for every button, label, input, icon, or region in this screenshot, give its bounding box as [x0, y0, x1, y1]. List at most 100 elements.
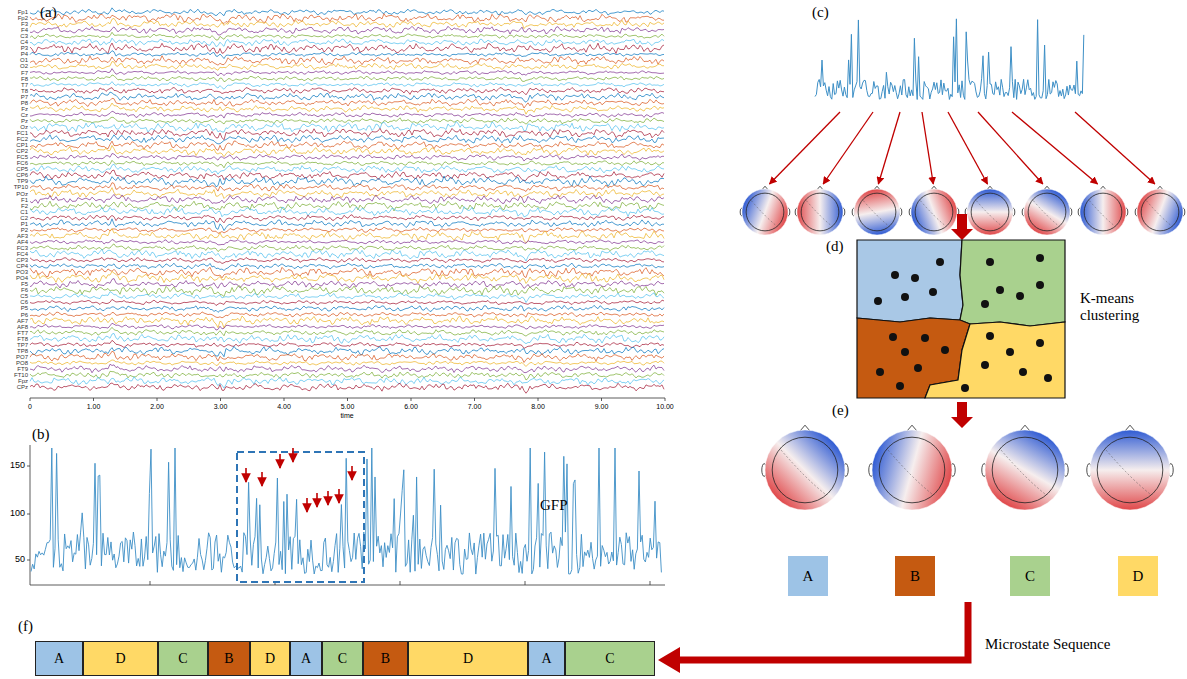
label: C6 [20, 299, 28, 306]
sequence-segment: C [322, 641, 363, 676]
eeg-trace [30, 227, 664, 233]
label: 50 [15, 555, 25, 565]
sequence-segment: C [565, 641, 655, 676]
state-letter: A [54, 651, 64, 667]
eeg-trace [30, 364, 664, 372]
label: time [340, 412, 353, 420]
label: P4 [21, 51, 28, 58]
topomap [762, 425, 848, 510]
data-point [1016, 292, 1024, 300]
label: P2 [21, 227, 28, 234]
label: F3 [21, 21, 28, 28]
data-point [921, 334, 929, 342]
eeg-trace [30, 26, 664, 35]
topomap [1078, 186, 1128, 235]
state-letter: B [224, 651, 233, 667]
eeg-trace [30, 141, 664, 151]
eeg-trace [30, 239, 664, 244]
label: 2.00 [150, 403, 164, 411]
eeg-trace [30, 176, 664, 187]
topo-contour [1033, 201, 1058, 226]
axis-tick [27, 560, 30, 561]
data-point [961, 384, 969, 392]
label: FT7 [17, 329, 28, 336]
eeg-trace [30, 201, 664, 211]
state-letter: D [265, 651, 275, 667]
peak-arrow [327, 491, 329, 505]
label: (d) [826, 238, 844, 255]
data-point [901, 348, 909, 356]
label: TP7 [17, 341, 28, 348]
label: 10.00 [656, 403, 674, 411]
microstate-box: C [1010, 556, 1050, 596]
axis-tick [474, 398, 475, 401]
state-letter: B [381, 651, 390, 667]
eeg-trace [30, 128, 664, 139]
topo-head [879, 437, 945, 503]
eeg-trace [30, 263, 664, 270]
label: C1 [20, 208, 28, 215]
axis-tick [220, 398, 221, 401]
label: F7 [21, 69, 28, 76]
eeg-trace [30, 267, 664, 278]
eeg-trace [30, 323, 664, 330]
topo-head [772, 437, 838, 503]
axis-tick [93, 398, 94, 401]
label: (c) [812, 4, 829, 21]
label: P6 [21, 311, 28, 318]
data-point [901, 293, 909, 301]
state-letter: A [541, 651, 551, 667]
label: Microstate Sequence [985, 636, 1110, 653]
eeg-trace [30, 299, 664, 305]
eeg-trace [30, 160, 664, 168]
eeg-trace [30, 292, 664, 303]
label: AF8 [17, 323, 28, 330]
sample-arrow [878, 112, 900, 184]
label: (f) [18, 618, 33, 635]
cluster-region [857, 240, 963, 322]
axis-tick [27, 466, 30, 467]
label: Oz [20, 124, 28, 131]
label: C2 [20, 214, 28, 221]
data-point [911, 274, 919, 282]
topo-map [1080, 189, 1126, 235]
data-point [986, 332, 994, 340]
state-letter: A [301, 651, 311, 667]
sequence-segment: D [408, 641, 528, 676]
sample-arrow [770, 112, 841, 184]
cluster-region [925, 322, 1065, 398]
eeg-trace [30, 69, 664, 76]
label: F8 [21, 75, 28, 82]
data-point [936, 258, 944, 266]
sample-arrow [978, 112, 1043, 184]
label: 0 [28, 403, 32, 411]
label: FC4 [17, 251, 28, 258]
data-point [874, 297, 882, 305]
label: T8 [21, 87, 28, 94]
topo-map [854, 189, 900, 235]
eeg-trace [30, 92, 664, 102]
axis-tick [665, 398, 666, 401]
topomap [1135, 186, 1185, 235]
topo-head [1084, 193, 1122, 231]
peak-arrow [279, 454, 281, 468]
label: AF3 [17, 233, 28, 240]
sequence-segment: B [208, 641, 250, 676]
selection-box [237, 452, 364, 582]
topo-contour [863, 201, 888, 226]
data-point [1019, 368, 1027, 376]
label: PO7 [16, 354, 28, 361]
flow-arrow [951, 402, 973, 428]
eeg-trace [30, 87, 664, 94]
axis-tick [400, 581, 401, 585]
label: O2 [20, 63, 28, 70]
topo-contour [751, 201, 776, 226]
axis-tick [538, 398, 539, 401]
label: TP8 [17, 348, 28, 355]
topo-map [1090, 430, 1170, 510]
label: FT10 [14, 372, 28, 379]
sequence-arrow [678, 602, 968, 660]
label: 3.00 [214, 403, 228, 411]
label: Fpz [18, 378, 28, 385]
data-point [981, 361, 989, 369]
